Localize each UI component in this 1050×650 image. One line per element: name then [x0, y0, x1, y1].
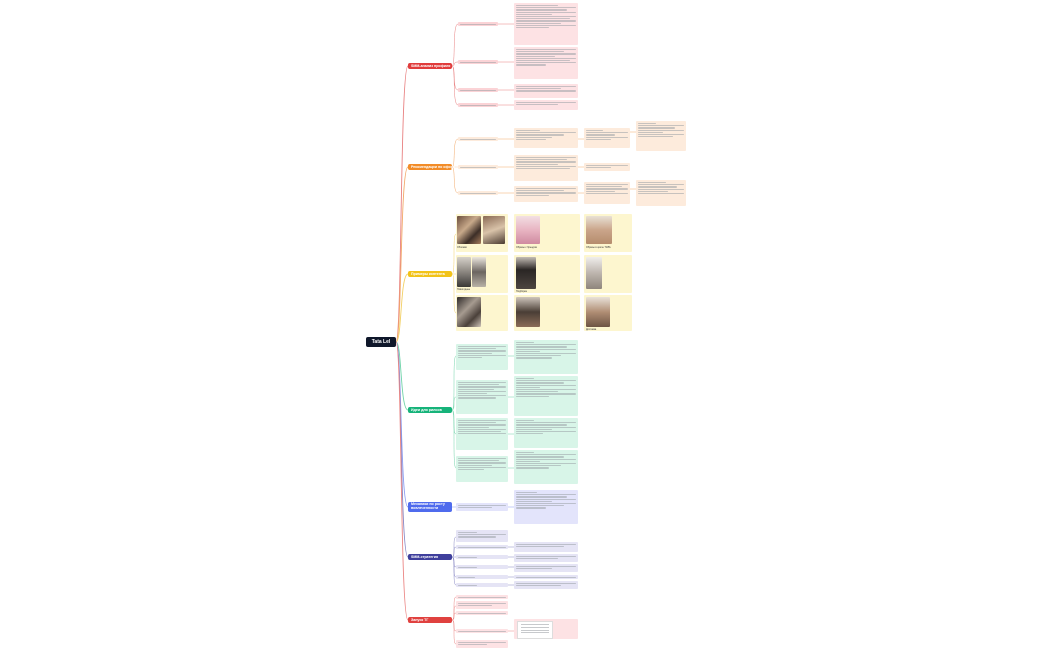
b6-topic-4[interactable] — [456, 565, 508, 569]
b2-detail-1 — [514, 128, 578, 148]
branch-label: SMM-стратегия — [411, 555, 439, 559]
branch-reels-ideas[interactable]: Идеи для рилсов — [408, 407, 452, 413]
b6-topic-2[interactable] — [456, 545, 508, 549]
b4-script-1 — [514, 340, 578, 374]
b3-caption-1: Обложки — [457, 246, 467, 249]
photo-collage-1 — [457, 216, 481, 244]
b6-detail-5 — [514, 581, 578, 589]
branch-label: Механики по росту вовлеченности — [411, 502, 445, 510]
b1-topic-1[interactable] — [458, 22, 498, 26]
branch-smm-strategy[interactable]: SMM-стратегия — [408, 554, 452, 560]
b2-subdetail-3 — [584, 182, 630, 204]
b7-topic-1[interactable] — [456, 595, 508, 599]
b6-detail-4 — [514, 575, 578, 579]
b4-script-2 — [514, 376, 578, 416]
b2-detail-2 — [514, 155, 578, 181]
b1-detail-4 — [514, 100, 578, 110]
b2-topic-3[interactable] — [458, 191, 498, 195]
b7-topic-2[interactable] — [456, 601, 508, 609]
b6-detail-1 — [514, 542, 578, 552]
branch-label: SMM-анализ профиля — [411, 64, 451, 68]
photo-collage-3 — [457, 297, 481, 327]
branch-design-recommendations[interactable]: Рекомендации по оформлению — [408, 164, 467, 170]
branch-tg-launch[interactable]: Запуск ТГ — [408, 617, 452, 623]
branch-label: Запуск ТГ — [411, 618, 429, 622]
b2-subdetail-1 — [584, 128, 630, 148]
b6-detail-3 — [514, 564, 578, 572]
tg-preview-table — [517, 621, 553, 639]
b3-caption-5: Подборка — [516, 290, 527, 293]
b1-topic-3[interactable] — [458, 88, 498, 92]
b7-topic-3[interactable] — [456, 611, 508, 615]
b4-idea-3[interactable] — [456, 418, 508, 450]
photo-look-3 — [516, 257, 536, 289]
b1-topic-2[interactable] — [458, 60, 498, 64]
connector-b4 — [395, 341, 409, 411]
root-node[interactable]: Tata Lel — [366, 337, 396, 347]
photo-look-2 — [586, 216, 612, 244]
b1-detail-3 — [514, 84, 578, 98]
b4-idea-1[interactable] — [456, 344, 508, 370]
b4-idea-2[interactable] — [456, 380, 508, 414]
photo-look-4 — [586, 257, 602, 289]
b6-topic-5[interactable] — [456, 575, 508, 579]
photo-look-6 — [586, 297, 610, 327]
b7-detail-preview — [514, 619, 578, 639]
photo-look-5 — [516, 297, 540, 327]
b1-detail-2 — [514, 47, 578, 79]
b2-topic-1[interactable] — [458, 137, 498, 141]
b4-idea-4[interactable] — [456, 456, 508, 482]
photo-grid-1 — [457, 257, 471, 287]
b2-note-2 — [636, 180, 686, 206]
branch-label: Примеры контента — [411, 272, 445, 276]
b3-caption-6: Доставка — [586, 328, 597, 331]
photo-collage-2 — [483, 216, 505, 244]
branch-content-examples[interactable]: Примеры контента — [408, 271, 452, 277]
connector-b2 — [395, 166, 409, 343]
b2-topic-2[interactable] — [458, 165, 498, 169]
branch-label: Идеи для рилсов — [411, 408, 442, 412]
b2-detail-3 — [514, 186, 578, 202]
b3-caption-3: Образы в цикле ТИЛЬ — [586, 246, 611, 249]
b2-subdetail-2 — [584, 163, 630, 171]
b3-caption-2: Образы с брендом — [516, 246, 537, 249]
branch-engagement-mechanics[interactable]: Механики по росту вовлеченности — [408, 502, 452, 512]
b4-script-4 — [514, 450, 578, 484]
b6-topic-6[interactable] — [456, 583, 508, 587]
b2-note-1 — [636, 121, 686, 151]
b6-topic-1[interactable] — [456, 530, 508, 542]
photo-look-1 — [516, 216, 540, 244]
branch-label: Рекомендации по оформлению — [411, 165, 468, 169]
connector-b7 — [395, 341, 409, 621]
b5-topic[interactable] — [456, 503, 508, 511]
b6-topic-3[interactable] — [456, 555, 508, 559]
root-label: Tata Lel — [371, 339, 391, 345]
b4-script-3 — [514, 418, 578, 448]
b1-topic-4[interactable] — [458, 103, 498, 107]
photo-grid-2 — [472, 257, 486, 287]
b6-detail-2 — [514, 554, 578, 562]
b7-topic-5[interactable] — [456, 640, 508, 648]
b5-detail — [514, 490, 578, 524]
b7-topic-4[interactable] — [456, 629, 508, 633]
branch-smm-analysis[interactable]: SMM-анализ профиля — [408, 63, 452, 69]
b1-detail-1 — [514, 3, 578, 45]
connector-b3 — [395, 273, 409, 343]
b3-caption-4: Новогоднее — [457, 288, 471, 291]
